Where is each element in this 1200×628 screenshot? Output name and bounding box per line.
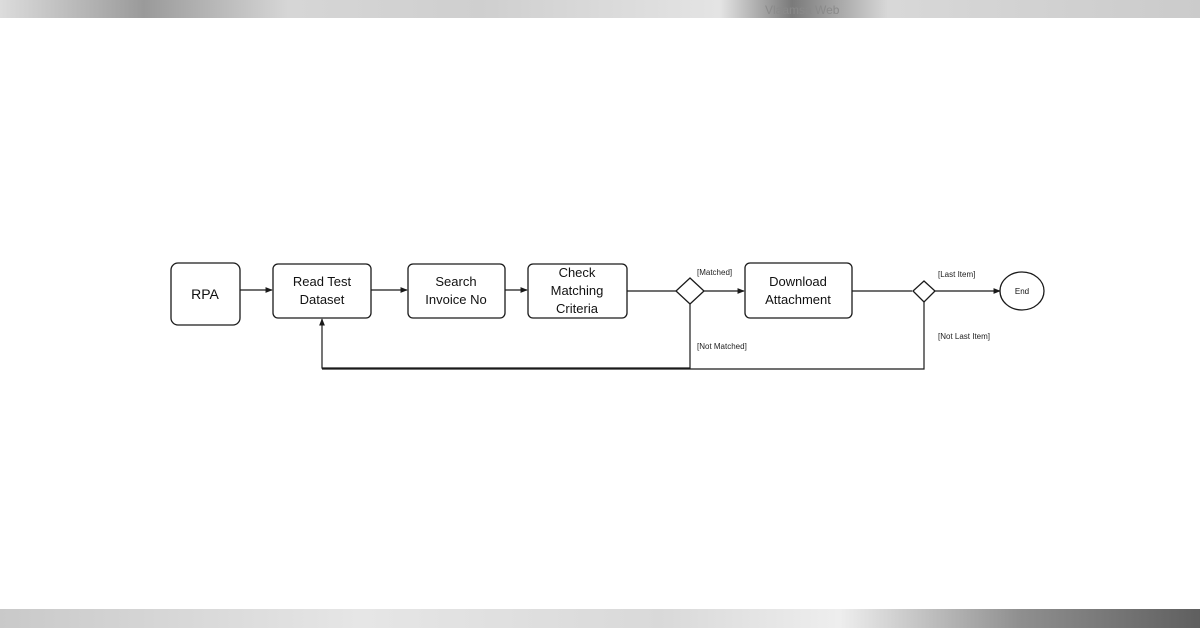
- edge-not-last-item-loop: [322, 302, 925, 370]
- node-check-matching-criteria: Check Matching Criteria: [527, 263, 628, 319]
- svg-text:End: End: [1015, 287, 1029, 296]
- svg-text:Invoice No: Invoice No: [425, 292, 486, 307]
- svg-text:Search: Search: [435, 274, 476, 289]
- label-last-item: [Last Item]: [938, 270, 975, 279]
- label-matched: [Matched]: [697, 268, 732, 277]
- background-top-text: Vlaamsa Web: [765, 3, 840, 17]
- svg-text:Attachment: Attachment: [765, 292, 831, 307]
- svg-text:Download: Download: [769, 274, 827, 289]
- svg-text:Dataset: Dataset: [300, 292, 345, 307]
- background-band-top: [0, 0, 1200, 18]
- svg-text:Read Test: Read Test: [293, 274, 352, 289]
- decision-matched: [675, 277, 705, 305]
- svg-text:Matching: Matching: [551, 283, 604, 298]
- svg-text:Criteria: Criteria: [556, 301, 599, 316]
- label-not-last-item: [Not Last Item]: [938, 332, 990, 341]
- node-end: End: [999, 271, 1045, 311]
- svg-text:RPA: RPA: [191, 286, 219, 302]
- node-search-invoice-no: Search Invoice No: [407, 263, 506, 319]
- edges: [240, 287, 1001, 370]
- node-download-attachment: Download Attachment: [744, 262, 853, 319]
- node-read-test-dataset: Read Test Dataset: [272, 263, 372, 319]
- background-band-bottom: [0, 609, 1200, 628]
- decision-last-item: [912, 280, 936, 303]
- edge-not-matched-loop: [319, 304, 691, 369]
- label-not-matched: [Not Matched]: [697, 342, 747, 351]
- svg-text:Check: Check: [559, 265, 596, 280]
- node-rpa: RPA: [170, 262, 241, 326]
